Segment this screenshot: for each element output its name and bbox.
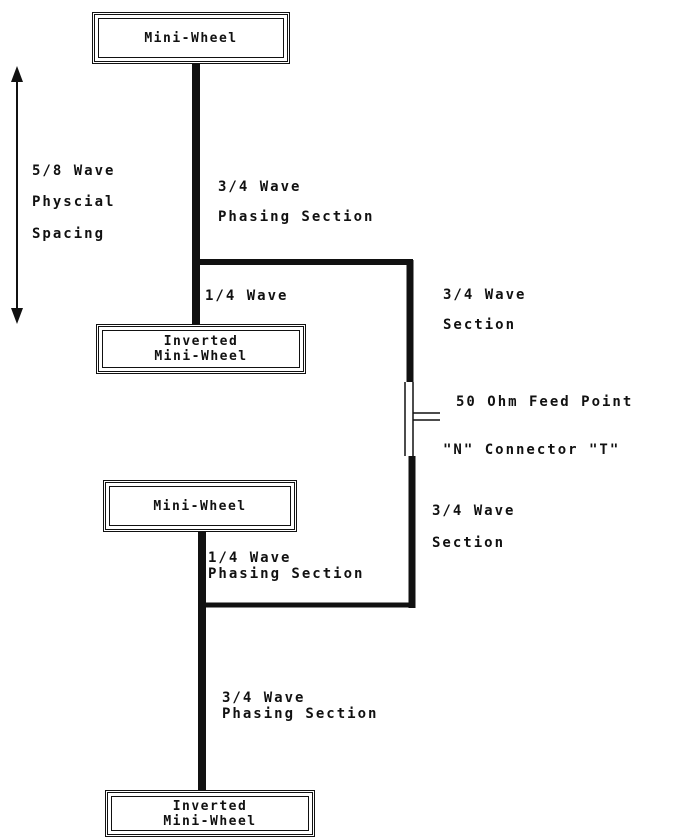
lower-phasing-label-1: 3/4 Wave xyxy=(222,690,306,706)
spacing-arrow xyxy=(11,66,23,324)
middle-mini-wheel-box: Mini-Wheel xyxy=(103,480,297,532)
inverted-1-line1: Inverted xyxy=(163,334,239,349)
feed-point-label: 50 Ohm Feed Point xyxy=(456,394,634,410)
spacing-label-1: 5/8 Wave xyxy=(32,163,116,179)
right-upper-section-label-2: Section xyxy=(443,317,517,333)
right-upper-section-label-1: 3/4 Wave xyxy=(443,287,527,303)
upper-phasing-label-1: 3/4 Wave xyxy=(218,179,302,195)
upper-quarter-wave-label: 1/4 Wave xyxy=(205,288,289,304)
lower-quarter-wave-label-2: Phasing Section xyxy=(208,566,365,582)
inverted-1-line2: Mini-Wheel xyxy=(154,349,248,364)
middle-mini-wheel-label: Mini-Wheel xyxy=(153,498,247,514)
connector-label: "N" Connector "T" xyxy=(443,442,621,458)
inverted-2-line2: Mini-Wheel xyxy=(163,813,257,829)
spacing-label-3: Spacing xyxy=(32,226,106,242)
right-lower-section-label-2: Section xyxy=(432,535,506,551)
inverted-2-line1: Inverted xyxy=(172,798,248,814)
inverted-mini-wheel-box-2: Inverted Mini-Wheel xyxy=(105,790,315,837)
upper-phasing-label-2: Phasing Section xyxy=(218,209,375,225)
top-mini-wheel-box: Mini-Wheel xyxy=(92,12,290,64)
inverted-mini-wheel-box-1: Inverted Mini-Wheel xyxy=(96,324,306,374)
right-lower-section-label-1: 3/4 Wave xyxy=(432,503,516,519)
spacing-label-2: Physcial xyxy=(32,194,116,210)
lower-phasing-label-2: Phasing Section xyxy=(222,706,379,722)
n-connector-t xyxy=(404,382,440,456)
lower-quarter-wave-label-1: 1/4 Wave xyxy=(208,550,292,566)
top-mini-wheel-label: Mini-Wheel xyxy=(144,30,238,46)
